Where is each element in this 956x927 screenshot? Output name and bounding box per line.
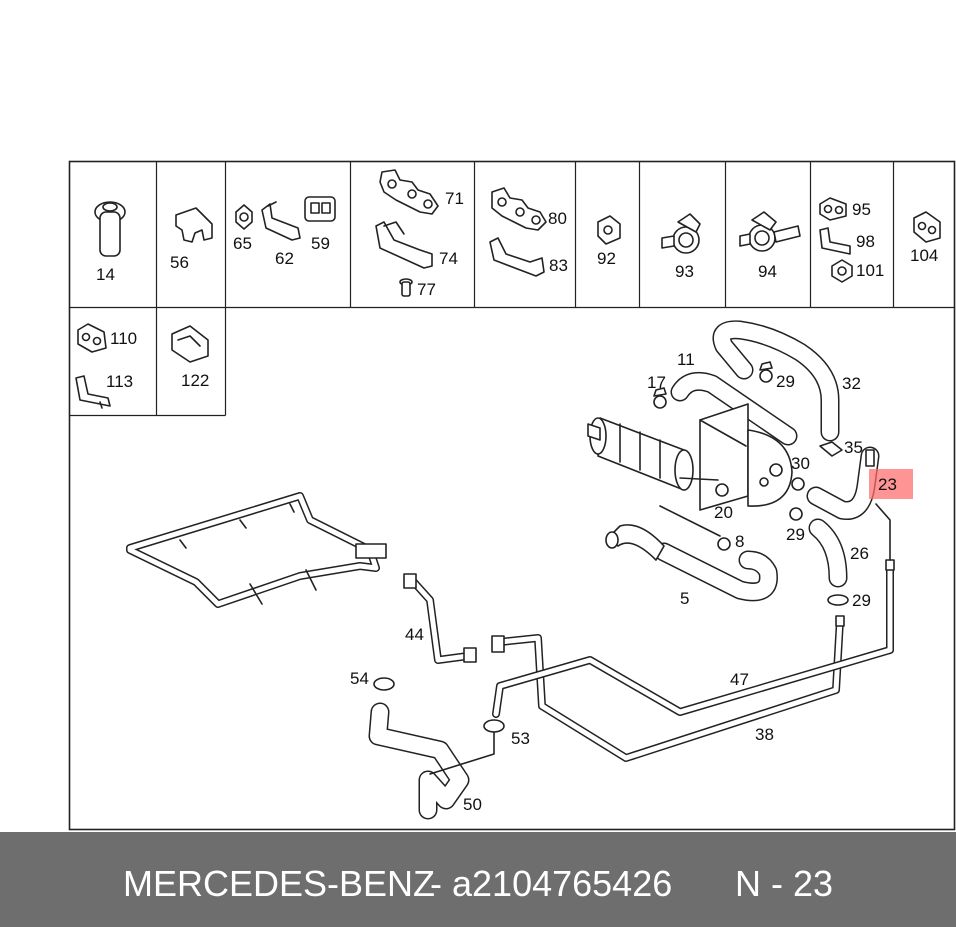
clamp-8 (717, 537, 731, 551)
callout-94: 94 (758, 262, 777, 281)
part-59-holder-icon (304, 196, 336, 222)
brand-name: MERCEDES-BENZ (123, 863, 436, 904)
clamp-53 (483, 719, 505, 733)
leader-53 (429, 731, 495, 775)
callout-53: 53 (511, 729, 530, 748)
callout-29-bottom: 29 (852, 591, 871, 610)
hose-26 (808, 518, 848, 588)
mounting-plate (659, 403, 793, 537)
clamp-29-top (759, 361, 773, 383)
callout-20: 20 (714, 503, 733, 522)
callout-30: 30 (791, 454, 810, 473)
callout-5: 5 (680, 589, 689, 608)
filter-drier (587, 417, 694, 491)
callout-110: 110 (110, 329, 137, 348)
callout-35: 35 (844, 438, 863, 457)
part-93-clamp-icon (661, 213, 701, 254)
part-110-clip-icon (77, 323, 107, 353)
clamp-35 (819, 441, 843, 457)
pipe-44 (403, 573, 477, 664)
callout-74: 74 (439, 249, 458, 268)
callout-17: 17 (647, 373, 666, 392)
callout-26: 26 (850, 544, 869, 563)
part-71-multi-clip-icon (379, 169, 439, 215)
callout-labels: 14 56 65 62 59 71 74 77 80 83 92 93 94 9… (96, 189, 938, 814)
part-56-clip-icon (175, 207, 213, 243)
leader-23 (875, 503, 891, 561)
callout-93: 93 (675, 262, 694, 281)
part-14-plug-icon (94, 201, 126, 257)
parts-grid (69, 161, 955, 417)
callout-47: 47 (730, 670, 749, 689)
part-122-clip-icon (171, 325, 209, 363)
callout-11: 11 (677, 350, 695, 369)
callout-98: 98 (856, 232, 875, 251)
callout-65: 65 (233, 234, 252, 253)
hose-50 (368, 702, 470, 820)
clamp-30 (791, 477, 805, 491)
callout-62: 62 (275, 249, 294, 268)
part-74-bracket-icon (375, 221, 433, 269)
part-number: a2104765426 (452, 863, 673, 904)
callout-59: 59 (311, 234, 330, 253)
callout-80: 80 (548, 209, 567, 228)
hose-23 (806, 446, 880, 520)
caption-bar: MERCEDES-BENZ - a2104765426 N - 23 (0, 832, 956, 927)
callout-38: 38 (755, 725, 774, 744)
part-80-multi-clip-icon (491, 187, 547, 231)
part-92-clip-icon (597, 215, 621, 245)
callout-92: 92 (597, 249, 616, 268)
callout-23: 23 (878, 475, 897, 494)
callout-104: 104 (910, 246, 938, 265)
hose-11 (670, 371, 798, 446)
hose-5 (605, 524, 778, 602)
clamp-54 (373, 677, 395, 691)
diagram-position: N - 23 (735, 863, 834, 904)
callout-71: 71 (445, 189, 464, 208)
part-98-bracket-icon (819, 227, 851, 255)
callout-101: 101 (856, 261, 884, 280)
callout-54: 54 (350, 669, 369, 688)
part-113-bracket-icon (75, 375, 111, 409)
clamp-29-mid (789, 507, 803, 521)
part-77-screw-icon (399, 278, 413, 297)
pipe-38 (491, 615, 845, 762)
callout-50: 50 (463, 795, 482, 814)
rack-frame (126, 492, 387, 608)
callout-32: 32 (842, 374, 861, 393)
separator: - (430, 863, 442, 904)
part-83-bracket-icon (489, 237, 545, 277)
parts-diagram: 14 56 65 62 59 71 74 77 80 83 92 93 94 9… (68, 160, 956, 831)
part-94-clamp-icon (739, 211, 801, 252)
callout-29-mid: 29 (786, 525, 805, 544)
highlight-23 (869, 469, 913, 499)
callout-14: 14 (96, 265, 115, 284)
part-104-clip-icon (913, 211, 941, 243)
clamp-17 (653, 387, 667, 409)
hose-32 (712, 320, 840, 442)
part-65-nut-icon (235, 204, 253, 230)
callout-8: 8 (735, 532, 744, 551)
callout-44: 44 (405, 625, 424, 644)
part-95-clip-icon (819, 197, 847, 221)
diagram-frame (68, 160, 956, 831)
callout-113: 113 (106, 372, 133, 391)
callout-56: 56 (170, 253, 189, 272)
callout-77: 77 (417, 280, 436, 299)
callout-95: 95 (852, 200, 871, 219)
part-62-bracket-icon (261, 201, 301, 241)
part-101-nut-icon (831, 259, 853, 283)
clamp-20 (715, 483, 729, 497)
callout-122: 122 (181, 371, 209, 390)
clamp-29-bottom (827, 594, 849, 606)
callout-83: 83 (549, 256, 568, 275)
callout-29-top: 29 (776, 372, 795, 391)
